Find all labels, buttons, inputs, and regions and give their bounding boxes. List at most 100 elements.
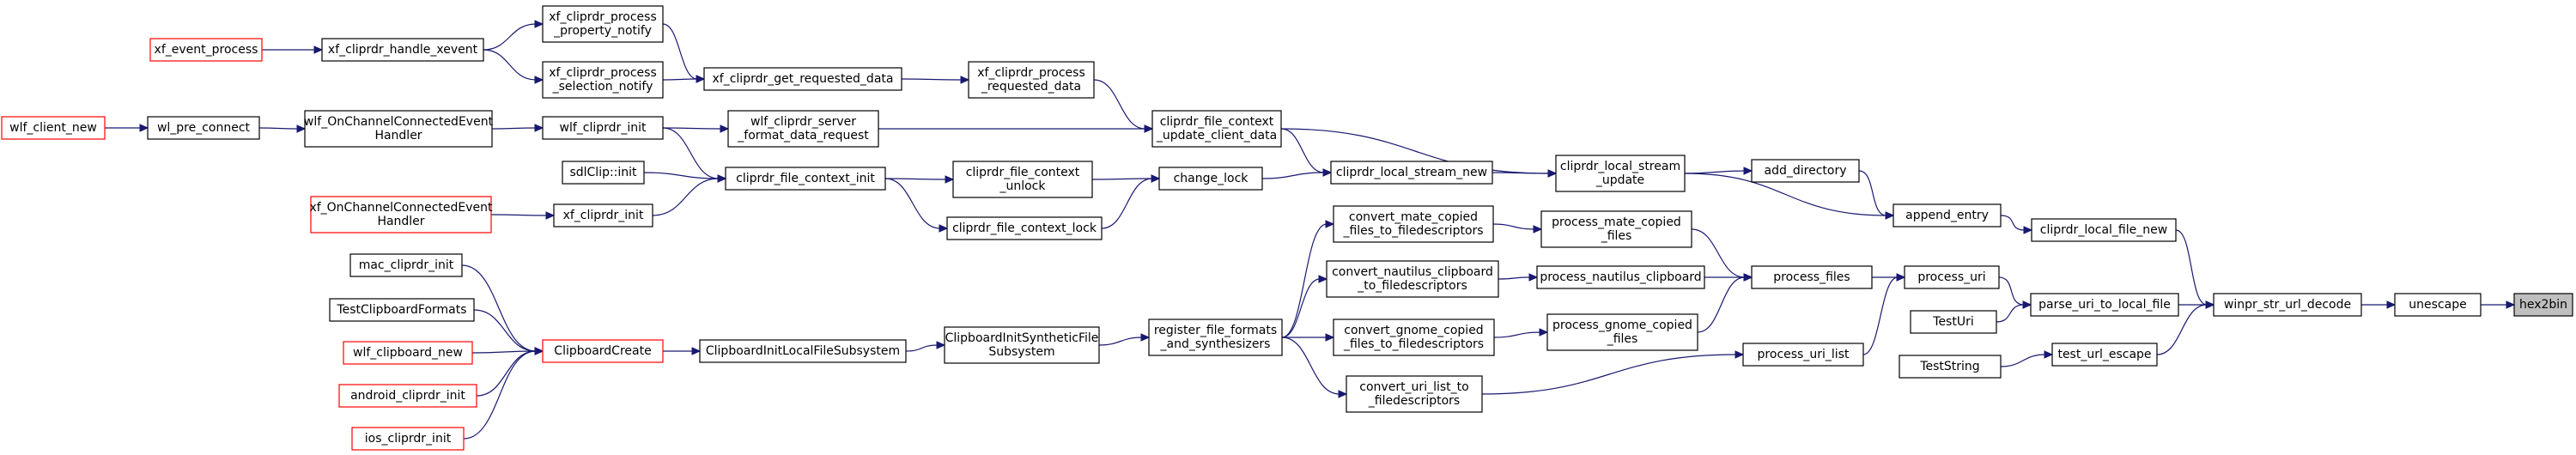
node-wlf-clipboard-new[interactable]: wlf_clipboard_new [343,341,473,365]
node-label[interactable]: convert_nautilus_clipboard [1332,265,1493,279]
node-box[interactable] [553,203,653,228]
node-label[interactable]: _property_notify [553,24,652,38]
node-label[interactable]: register_file_formats [1154,324,1277,337]
node-xf-cliprdr-get-requested-data[interactable]: xf_cliprdr_get_requested_data [703,67,902,91]
node-label[interactable]: sdlClip::init [569,166,637,179]
node-box[interactable] [968,61,1095,99]
node-label[interactable]: wlf_cliprdr_server [750,115,856,129]
node-label[interactable]: xf_cliprdr_get_requested_data [713,72,894,86]
node-label[interactable]: _update [1595,173,1644,187]
node-label[interactable]: _files [1601,229,1632,243]
node-label[interactable]: process_uri [1917,270,1985,284]
node-box[interactable] [1536,265,1705,289]
node-label[interactable]: add_directory [1765,164,1847,178]
node-label[interactable]: wl_pre_connect [157,121,251,135]
node-label[interactable]: process_gnome_copied [1552,318,1692,332]
node-label[interactable]: append_entry [1905,209,1989,222]
node-box[interactable] [1346,375,1483,413]
node-label[interactable]: wlf_client_new [9,121,97,135]
node-process-nautilus-clipboard[interactable]: process_nautilus_clipboard [1536,265,1705,289]
node-box[interactable] [542,61,664,99]
node-winpr-str-url-decode[interactable]: winpr_str_url_decode [2213,293,2362,317]
node-box[interactable] [727,110,879,148]
node-wl-pre-connect[interactable]: wl_pre_connect [147,116,260,140]
node-label[interactable]: _format_data_request [737,129,869,143]
node-label[interactable]: _unlock [999,179,1046,193]
node-box[interactable] [1899,355,2002,379]
node-label[interactable]: process_files [1773,270,1850,284]
node-cliprdr-local-file-new[interactable]: cliprdr_local_file_new [2031,218,2177,242]
node-label[interactable]: _to_filedescriptors [1357,279,1467,293]
node-label[interactable]: Subsystem [988,345,1054,359]
node-box[interactable] [1151,110,1282,148]
node-append-entry[interactable]: append_entry [1893,203,2002,228]
node-box[interactable] [1751,159,1860,183]
node-box[interactable] [1148,318,1283,356]
node-label[interactable]: ios_cliprdr_init [365,432,452,446]
node-box[interactable] [1326,260,1499,298]
node-process-gnome-copied-files[interactable]: process_gnome_copied_files [1546,313,1698,351]
node-label[interactable]: ClipboardInitLocalFileSubsystem [706,344,900,358]
node-box[interactable] [2213,293,2362,317]
node-xf-cliprdr-process-requested-data[interactable]: xf_cliprdr_process_requested_data [968,61,1095,99]
node-box[interactable] [1,116,106,140]
node-box[interactable] [542,5,664,43]
node-label[interactable]: winpr_str_url_decode [2224,298,2351,312]
node-box[interactable] [149,38,263,62]
node-wlf-cliprdr-server-format-data-request[interactable]: wlf_cliprdr_server_format_data_request [727,110,879,148]
node-label[interactable]: _filedescriptors [1368,394,1460,408]
node-process-mate-copied-files[interactable]: process_mate_copied_files [1540,210,1692,248]
node-label[interactable]: xf_cliprdr_process [549,10,657,24]
node-label[interactable]: wlf_cliprdr_init [560,121,647,135]
node-testuri[interactable]: TestUri [1910,310,1997,334]
node-box[interactable] [2394,293,2482,317]
node-box[interactable] [944,326,1100,364]
node-convert-gnome-copied-files-to-filedescriptors[interactable]: convert_gnome_copied_files_to_filedescri… [1333,318,1495,356]
node-label[interactable]: xf_event_process [155,43,258,57]
node-box[interactable] [1546,313,1698,351]
node-label[interactable]: _update_client_data [1156,129,1277,143]
node-label[interactable]: _files_to_filedescriptors [1342,224,1483,238]
node-cliprdr-local-stream-new[interactable]: cliprdr_local_stream_new [1330,161,1493,185]
node-box[interactable] [1158,167,1263,191]
node-box[interactable] [1893,203,2002,228]
node-label[interactable]: unescape [2409,298,2466,312]
node-label[interactable]: cliprdr_file_context_init [736,172,875,185]
node-box[interactable] [310,196,492,234]
node-box[interactable] [703,67,902,91]
node-convert-uri-list-to-filedescriptors[interactable]: convert_uri_list_to_filedescriptors [1346,375,1483,413]
node-xf-cliprdr-process-property-notify[interactable]: xf_cliprdr_process_property_notify [542,5,664,43]
node-process-uri-list[interactable]: process_uri_list [1742,343,1864,367]
node-box[interactable] [946,216,1103,240]
node-label[interactable]: _requested_data [981,80,1081,94]
node-label[interactable]: xf_cliprdr_process [549,66,657,80]
node-label[interactable]: android_cliprdr_init [350,389,465,403]
node-cliprdr-local-stream-update[interactable]: cliprdr_local_stream_update [1555,155,1686,192]
node-box[interactable] [725,167,886,191]
node-label[interactable]: process_uri_list [1758,348,1850,361]
node-box[interactable] [343,341,473,365]
node-label[interactable]: xf_cliprdr_handle_xevent [328,43,478,57]
node-box[interactable] [351,427,465,451]
node-wlf-client-new[interactable]: wlf_client_new [1,116,106,140]
node-ios-cliprdr-init[interactable]: ios_cliprdr_init [351,427,465,451]
node-box[interactable] [562,161,645,185]
node-box[interactable] [2030,293,2179,317]
node-box[interactable] [1910,310,1997,334]
node-sdlclip-init[interactable]: sdlClip::init [562,161,645,185]
node-label[interactable]: cliprdr_file_context [966,166,1080,179]
node-box[interactable] [1751,265,1873,289]
node-clipboardinitlocalfilesubsystem[interactable]: ClipboardInitLocalFileSubsystem [699,339,907,363]
node-add-directory[interactable]: add_directory [1751,159,1860,183]
node-box[interactable] [1333,318,1495,356]
node-box[interactable] [952,161,1093,198]
node-label[interactable]: wlf_OnChannelConnectedEvent [304,115,494,129]
node-teststring[interactable]: TestString [1899,355,2002,379]
node-box[interactable] [2051,343,2158,367]
node-box[interactable] [1330,161,1493,185]
node-label[interactable]: ClipboardInitSyntheticFile [945,331,1099,345]
node-box[interactable] [2513,293,2573,317]
node-hex2bin[interactable]: hex2bin [2513,293,2573,317]
